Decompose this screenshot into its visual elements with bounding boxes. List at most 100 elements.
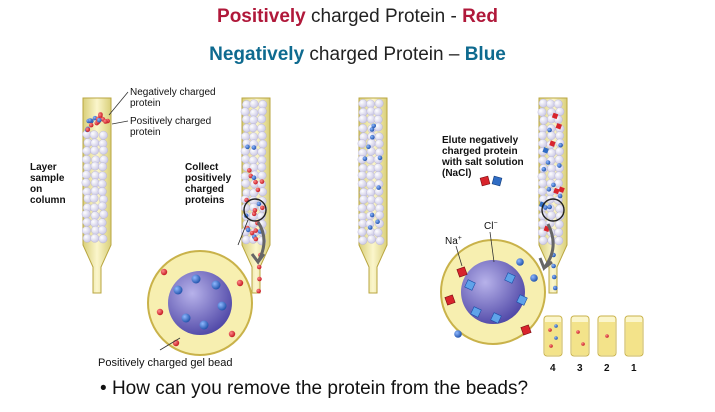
magnifier-ring-2	[243, 198, 267, 222]
red-protein	[249, 230, 255, 236]
red-protein	[259, 179, 265, 184]
fraction-protein	[576, 330, 580, 334]
red-protein	[88, 122, 94, 128]
red-protein	[85, 127, 91, 132]
resin-bead	[97, 201, 107, 211]
blue-protein	[362, 156, 368, 161]
free-red-protein	[160, 268, 168, 276]
resin-bead	[357, 227, 367, 237]
cl-cube	[464, 279, 476, 291]
label-elute-4: (NaCl)	[442, 168, 471, 179]
neg-leader-line	[108, 91, 129, 116]
resin-bead	[97, 187, 107, 196]
label-collect-2: positively	[185, 173, 232, 184]
fraction-number: 3	[577, 363, 583, 374]
resin-bead	[358, 114, 368, 124]
free-red-protein	[228, 330, 236, 338]
red-protein	[260, 205, 265, 211]
blue-protein	[375, 219, 380, 225]
resin-bead	[537, 107, 547, 117]
title-positive-rest: charged Protein -	[305, 6, 463, 27]
fraction-protein	[605, 334, 609, 338]
fraction-liquid	[572, 322, 588, 355]
resin-bead	[554, 219, 564, 229]
blue-protein	[377, 155, 383, 161]
resin-bead	[82, 226, 91, 235]
resin-bead	[374, 99, 384, 108]
resin-bead	[81, 209, 91, 219]
resin-bead	[554, 171, 564, 181]
column-2	[240, 97, 271, 294]
resin-bead	[538, 98, 548, 108]
resin-bead	[373, 107, 383, 117]
blue-protein	[552, 285, 558, 291]
resin-bead	[256, 123, 266, 133]
resin-bead	[90, 203, 99, 213]
resin-bead	[257, 131, 267, 141]
resin-bead	[547, 148, 557, 158]
title-negative: Negatively charged Protein – Blue	[0, 44, 715, 66]
resin-bead	[554, 227, 564, 237]
label-elute-3: with salt solution	[441, 157, 524, 168]
bound-blue-protein	[217, 301, 227, 311]
resin-bead	[89, 193, 99, 203]
nacl-red-cube-icon	[479, 175, 491, 187]
resin-bead	[366, 195, 376, 205]
red-cube	[549, 140, 556, 147]
label-elute-2: charged protein	[442, 146, 518, 157]
blue-protein	[245, 144, 250, 150]
resin-bead	[538, 156, 548, 165]
resin-bead	[373, 163, 383, 173]
magnifier-line-2	[237, 219, 249, 246]
bound-blue-protein	[211, 280, 221, 290]
na-cube	[444, 294, 456, 306]
pos-leader-line	[111, 120, 129, 125]
blue-protein	[87, 118, 93, 123]
fraction-liquid	[626, 322, 642, 355]
na-text: Na	[445, 236, 458, 247]
resin-bead	[90, 211, 100, 221]
blue-protein	[541, 166, 547, 172]
resin-bead	[97, 225, 107, 235]
resin-bead	[242, 100, 251, 109]
column-1	[81, 97, 112, 294]
label-gel-bead: Positively charged gel bead	[98, 357, 233, 369]
red-protein	[253, 236, 259, 242]
cl-cube	[516, 294, 528, 306]
red-cube	[551, 112, 559, 120]
resin-bead	[554, 155, 564, 164]
red-protein	[247, 168, 252, 173]
blue-protein	[256, 201, 262, 207]
resin-bead	[358, 236, 368, 245]
resin-bead	[99, 145, 108, 155]
free-red-protein	[156, 308, 164, 316]
resin-bead	[538, 130, 547, 140]
blue-protein	[371, 123, 377, 129]
bound-blue-protein	[173, 285, 183, 295]
released-blue-protein	[454, 330, 462, 338]
label-layer-3: on	[30, 184, 42, 195]
resin-bead	[241, 179, 251, 188]
resin-bead	[90, 138, 100, 148]
resin-bead	[82, 146, 92, 156]
resin-bead	[248, 123, 258, 133]
resin-bead	[257, 106, 267, 116]
label-collect-1: Collect	[185, 162, 219, 173]
blue-protein	[551, 182, 556, 188]
na-cube	[456, 266, 468, 278]
cl-cube	[504, 272, 516, 284]
resin-bead	[546, 99, 555, 109]
red-cube	[558, 186, 565, 193]
resin-bead	[546, 131, 556, 140]
label-pos-2: protein	[130, 127, 161, 138]
fraction-liquid	[545, 322, 561, 355]
label-layer-1: Layer	[30, 162, 57, 173]
label-layer-2: sample	[30, 173, 65, 184]
fraction-number: 2	[604, 363, 610, 374]
column-3	[357, 97, 388, 294]
label-pos-1: Positively charged	[130, 116, 211, 127]
resin-bead	[257, 171, 267, 180]
label-layer-4: column	[30, 195, 66, 206]
resin-bead	[555, 147, 564, 156]
column-4	[537, 97, 568, 294]
